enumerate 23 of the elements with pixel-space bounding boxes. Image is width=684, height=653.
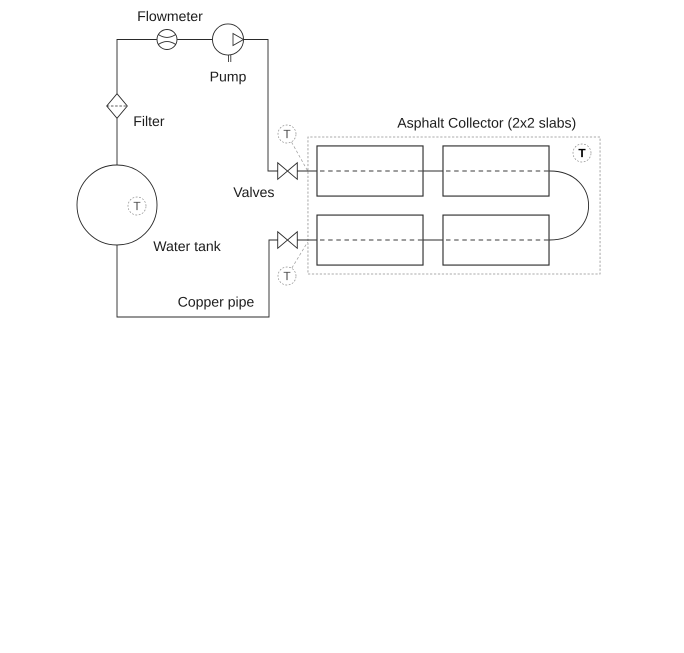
pipe-line [296, 170, 317, 172]
component-label: Water tank [153, 240, 221, 252]
valve-symbol [277, 162, 298, 180]
component-label: Filter [134, 116, 164, 126]
pipe-line [116, 118, 118, 165]
slab-box [442, 214, 550, 266]
pipe-line [243, 39, 278, 172]
component-label: Flowmeter [138, 10, 203, 22]
collector-title: Asphalt Collector (2x2 slabs) [397, 117, 576, 131]
leader-line [292, 242, 308, 268]
pipe-line [423, 170, 443, 172]
component-label: Pump [210, 72, 246, 84]
pipe-line [177, 39, 213, 40]
edge-label: Copper pipe [176, 295, 256, 311]
valve-symbol [277, 230, 298, 250]
pipe-bend [549, 170, 590, 240]
pipe-line [116, 39, 157, 94]
slab-box [316, 214, 424, 266]
slab-box [316, 145, 424, 197]
leader-line [291, 142, 308, 172]
component-label: Valves [233, 186, 274, 198]
slab-box [442, 145, 550, 197]
pipe-line [116, 240, 278, 318]
